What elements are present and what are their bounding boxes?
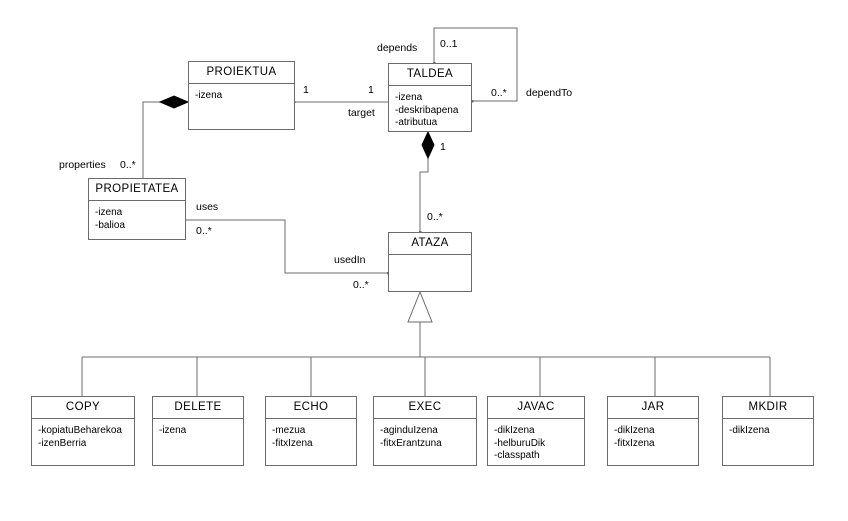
class-attributes: -izena [195,90,223,101]
class-title: PROIEKTUA [189,62,294,84]
class-title: TALDEA [389,64,471,86]
generalization-triangle [407,290,433,323]
class-mkdir[interactable]: MKDIR -dikIzena [722,396,814,466]
label-target: target [348,107,375,119]
class-attributes: -mezua -fitxIzena [272,425,313,449]
mult-uses: 0..* [196,225,212,237]
class-title: COPY [32,397,134,419]
class-jar[interactable]: JAR -dikIzena -fitxIzena [607,396,699,466]
mult-usedin: 0..* [353,279,369,291]
class-taldea[interactable]: TALDEA -izena -deskribapena -atributua [388,63,472,132]
label-usedin: usedIn [334,254,366,266]
class-title: ATAZA [389,233,471,255]
class-title: JAR [608,397,698,419]
diamond-taldea-ataza [421,130,435,160]
label-depends: depends [377,42,418,54]
class-attributes: -aginduIzena -fitxErantzuna [380,425,442,449]
mult-ataza-taldea: 0..* [427,211,443,223]
edge-taldea-ataza [419,148,429,232]
class-title: MKDIR [723,397,813,419]
class-attributes: -dikIzena -fitxIzena [614,425,655,449]
class-attributes: -izena [159,425,187,436]
class-title: PROPIETATEA [89,179,185,201]
class-javac[interactable]: JAVAC -dikIzena -helburuDik -classpath [487,396,585,466]
label-dependto: dependTo [526,87,573,99]
class-copy[interactable]: COPY -kopiatuBeharekoa -izenBerria [31,396,135,466]
class-attributes: -izena -balioa [95,207,126,231]
class-exec[interactable]: EXEC -aginduIzena -fitxErantzuna [373,396,477,466]
class-attributes: -izena -deskribapena -atributua [395,92,459,128]
mult-properties: 0..* [120,159,136,171]
diamond-properties [158,95,190,109]
class-attributes: -dikIzena [729,425,770,436]
class-propietatea[interactable]: PROPIETATEA -izena -balioa [88,178,186,240]
class-delete[interactable]: DELETE -izena [152,396,244,466]
mult-depends-top: 0..1 [440,38,458,50]
class-echo[interactable]: ECHO -mezua -fitxIzena [265,396,357,466]
class-title: JAVAC [488,397,584,419]
edge-uses-usedin [186,219,388,274]
label-uses: uses [196,201,219,213]
class-ataza[interactable]: ATAZA [388,232,472,292]
mult-proiektua-target: 1 [303,84,309,96]
class-title: EXEC [374,397,476,419]
mult-dependto: 0..* [491,87,507,99]
class-title: DELETE [153,397,243,419]
edge-properties [142,101,160,178]
mult-taldea-ataza: 1 [440,141,446,153]
label-properties: properties [59,159,106,171]
edge-depends-loop [433,27,518,102]
class-attributes: -dikIzena -helburuDik -classpath [494,425,546,461]
class-proiektua[interactable]: PROIEKTUA -izena [188,61,295,130]
mult-taldea-target: 1 [368,84,374,96]
class-title: ECHO [266,397,356,419]
class-attributes: -kopiatuBeharekoa -izenBerria [38,425,122,449]
